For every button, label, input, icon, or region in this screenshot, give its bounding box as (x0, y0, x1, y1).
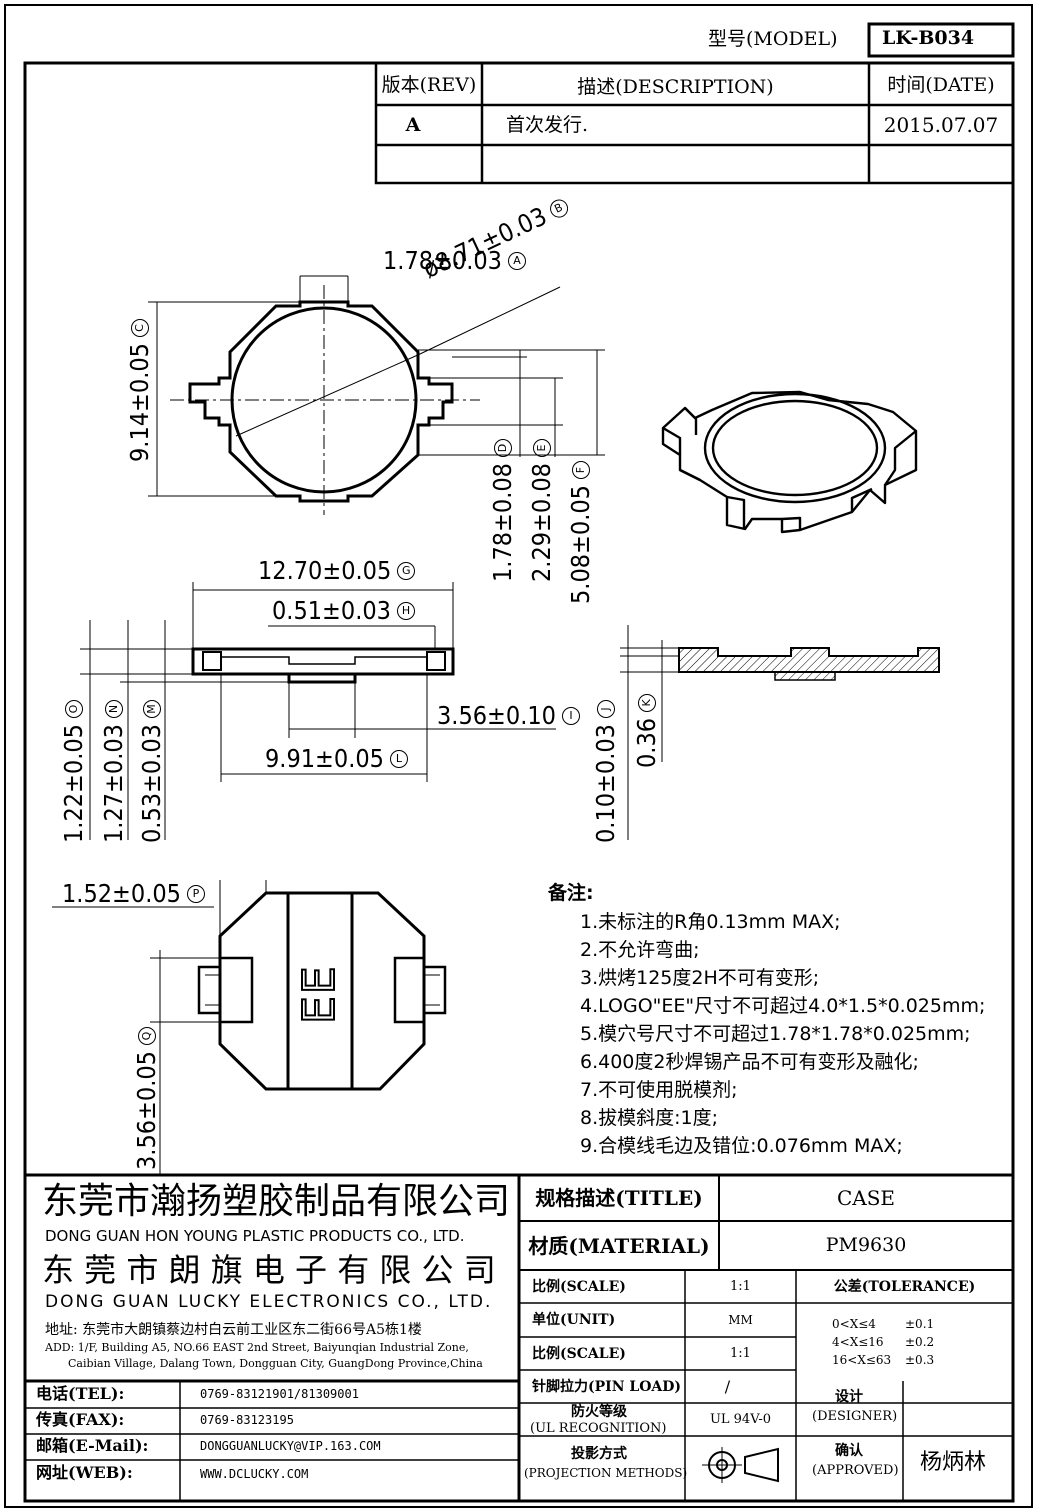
isometric-view (661, 390, 918, 534)
approved-value: 杨炳林 (920, 1450, 987, 1475)
note-9: 9.合模线毛边及错位:0.076mm MAX; (580, 1135, 903, 1157)
date-value: 2015.07.07 (883, 113, 999, 137)
web-value: WWW.DCLUCKY.COM (200, 1467, 309, 1481)
note-6: 6.400度2秒焊锡产品不可有变形及融化; (580, 1051, 919, 1073)
title-block-lines (25, 1173, 1013, 1501)
unit-label: 单位(UNIT) (532, 1312, 616, 1328)
desc-header: 描述(DESCRIPTION) (577, 75, 774, 98)
outer-border (4, 4, 1033, 1508)
note-1: 1.未标注的R角0.13mm MAX; (580, 911, 841, 933)
scale2-value: 1:1 (730, 1346, 751, 1361)
note-7: 7.不可使用脱模剂; (580, 1079, 738, 1101)
company-address-en-2: Caibian Village, Dalang Town, Dongguan C… (68, 1357, 483, 1370)
projection-label-2: (PROJECTION METHODS) (524, 1466, 688, 1480)
tol-range-3: 16<X≤63 (832, 1353, 892, 1367)
model-box (867, 22, 1015, 58)
email-label: 邮箱(E-Mail): (36, 1436, 149, 1455)
company-address-cn: 地址: 东莞市大朗镇蔡边村白云前工业区东二街66号A5栋1楼 (45, 1322, 422, 1338)
desc-value: 首次发行. (506, 113, 589, 136)
section-view (620, 625, 940, 840)
date-header: 时间(DATE) (887, 73, 995, 96)
model-label: 型号(MODEL) (708, 28, 838, 50)
tolerance-label: 公差(TOLERANCE) (833, 1278, 976, 1295)
fax-label: 传真(FAX): (36, 1410, 125, 1429)
web-label: 网址(WEB): (36, 1463, 133, 1482)
unit-value: MM (728, 1313, 753, 1327)
email-value: DONGGUANLUCKY@VIP.163.COM (200, 1439, 381, 1453)
company-name-en-2: DONG GUAN LUCKY ELECTRONICS CO., LTD. (45, 1292, 493, 1312)
tel-value: 0769-83121901/81309001 (200, 1387, 359, 1401)
fire-value: UL 94V-0 (709, 1412, 772, 1427)
designer-label-2: (DESIGNER) (812, 1409, 898, 1424)
material-label: 材质(MATERIAL) (528, 1233, 710, 1258)
top-view (148, 275, 605, 515)
title-value: CASE (836, 1186, 896, 1210)
fire-label-2: (UL RECOGNITION) (530, 1421, 667, 1436)
tol-value-2: ±0.2 (905, 1335, 935, 1349)
rev-header: 版本(REV) (381, 73, 477, 96)
title-label: 规格描述(TITLE) (535, 1186, 703, 1210)
notes-title: 备注: (548, 882, 594, 904)
designer-label-1: 设计 (835, 1389, 863, 1405)
tol-range-1: 0<X≤4 (832, 1317, 876, 1331)
note-4: 4.LOGO"EE"尺寸不可超过4.0*1.5*0.025mm; (580, 995, 986, 1017)
rev-value: A (405, 113, 421, 136)
model-value: LK-B034 (882, 27, 975, 49)
tel-label: 电话(TEL): (36, 1384, 125, 1403)
note-2: 2.不允许弯曲; (580, 939, 700, 961)
logo-ee: EE (293, 963, 346, 1025)
fire-label-1: 防火等级 (571, 1404, 627, 1420)
scale2-label: 比例(SCALE) (532, 1345, 626, 1362)
company-address-en-1: ADD: 1/F, Building A5, NO.66 EAST 2nd St… (45, 1341, 469, 1354)
approved-label-1: 确认 (835, 1443, 863, 1459)
company-name-cn-1: 东莞市瀚扬塑胶制品有限公司 (42, 1181, 511, 1222)
approved-label-2: (APPROVED) (812, 1463, 899, 1478)
bottom-view (52, 880, 447, 1175)
revision-table-lines (374, 61, 1015, 185)
tol-range-2: 4<X≤16 (832, 1335, 884, 1349)
company-name-en-1: DONG GUAN HON YOUNG PLASTIC PRODUCTS CO.… (45, 1227, 465, 1245)
material-value: PM9630 (825, 1234, 907, 1256)
scale-label: 比例(SCALE) (532, 1278, 626, 1295)
side-view (80, 582, 556, 840)
tol-value-1: ±0.1 (905, 1317, 935, 1331)
fax-value: 0769-83123195 (200, 1413, 294, 1427)
note-3: 3.烘烤125度2H不可有变形; (580, 967, 820, 989)
pin-load-value: / (724, 1376, 731, 1396)
note-5: 5.模穴号尺寸不可超过1.78*1.78*0.025mm; (580, 1023, 971, 1045)
scale-value: 1:1 (730, 1279, 751, 1294)
company-name-cn-2: 东 莞 市 朗 旗 电 子 有 限 公 司 (42, 1251, 496, 1289)
projection-label-1: 投影方式 (571, 1446, 627, 1462)
tol-value-3: ±0.3 (905, 1353, 935, 1367)
pin-load-label: 针脚拉力(PIN LOAD) (532, 1378, 682, 1395)
note-8: 8.拔模斜度:1度; (580, 1107, 719, 1129)
